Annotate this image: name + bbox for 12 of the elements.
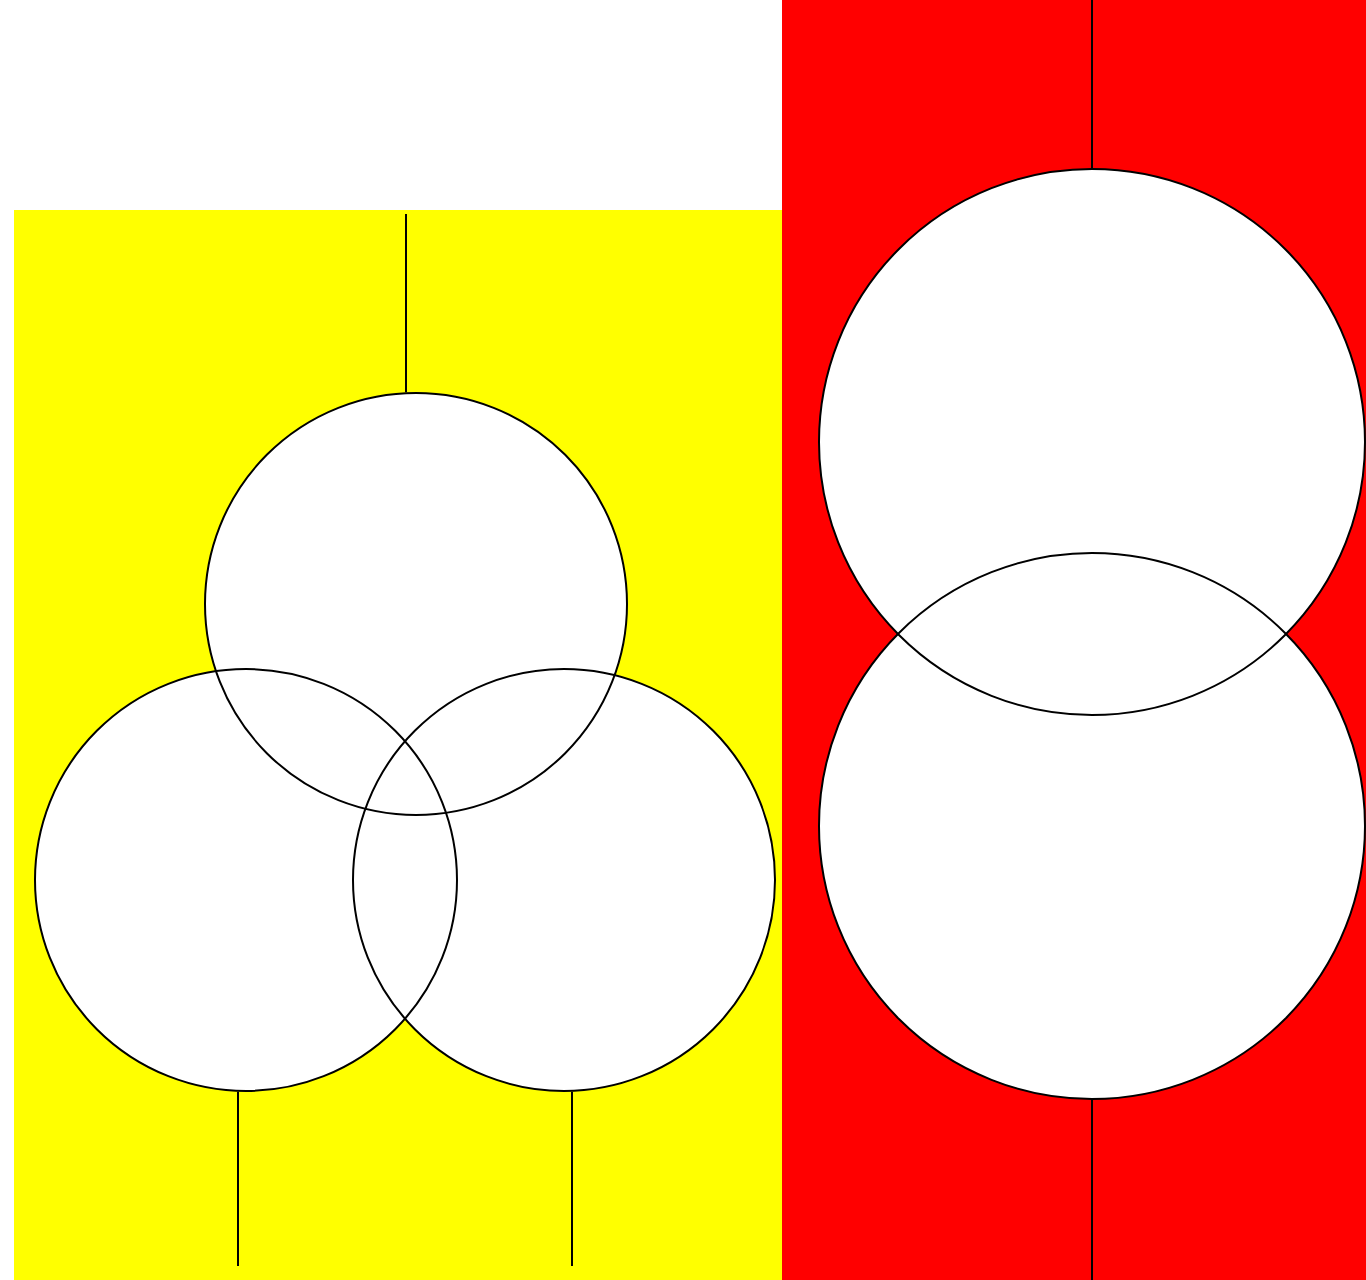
circle-symbol bbox=[818, 552, 1366, 1100]
circle-symbol bbox=[352, 668, 776, 1092]
lead-line bbox=[237, 1090, 239, 1267]
lead-line bbox=[1091, 1099, 1093, 1280]
lead-line bbox=[571, 1090, 573, 1267]
background-panel bbox=[14, 210, 782, 1280]
circle-symbol bbox=[34, 668, 458, 1092]
background-panel bbox=[782, 0, 1366, 1280]
circle-symbol bbox=[818, 168, 1366, 716]
circle-symbol bbox=[204, 392, 628, 816]
lead-line bbox=[1091, 0, 1093, 169]
lead-line bbox=[405, 213, 407, 394]
